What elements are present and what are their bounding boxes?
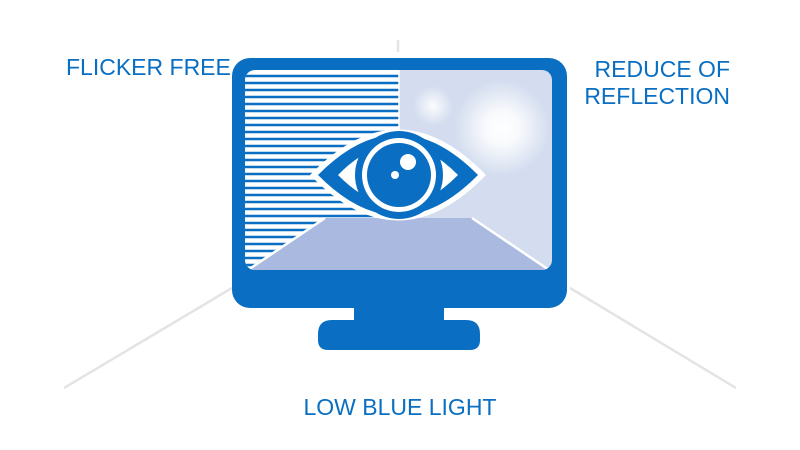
connector-bottom-left [63, 286, 233, 390]
eye-icon [310, 129, 486, 221]
reflection-glare [413, 80, 550, 176]
low-blue-light-label: LOW BLUE LIGHT [303, 394, 497, 420]
connector-bottom-right [569, 286, 737, 390]
screen-bottom-panel [245, 218, 552, 270]
monitor-base [318, 320, 480, 350]
connector-lines [63, 40, 737, 390]
reduce-reflection-line1: REDUCE OF [594, 56, 730, 82]
flicker-free-label: FLICKER FREE [66, 54, 231, 80]
reduce-reflection-label: REDUCE OF REFLECTION [584, 56, 730, 110]
reduce-reflection-line2: REFLECTION [584, 83, 730, 109]
